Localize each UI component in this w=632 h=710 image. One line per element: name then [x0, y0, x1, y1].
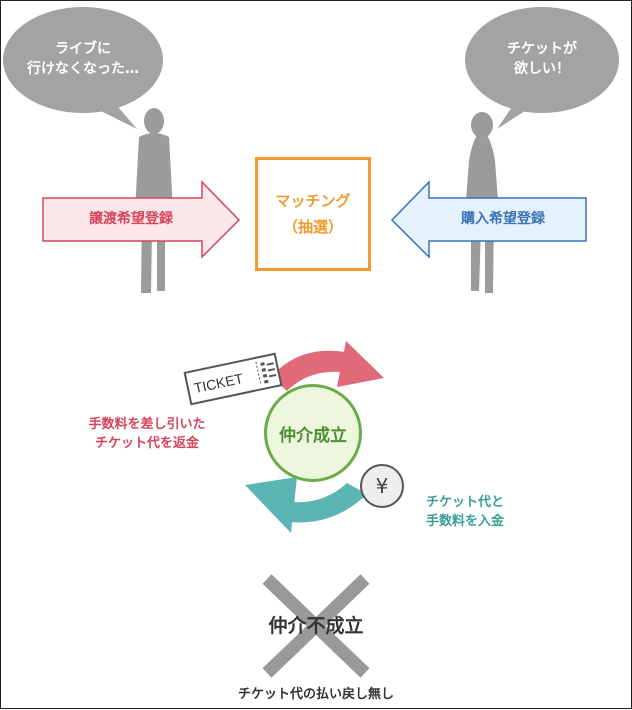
buyer-speech-bubble [465, 7, 619, 129]
payment-text: チケット代と 手数料を入金 [405, 493, 525, 531]
buyer-bubble-line-2: 欲しい！ [514, 61, 570, 77]
seller-speech-bubble [3, 7, 163, 129]
refund-text: 手数料を差し引いた チケット代を返金 [67, 415, 227, 453]
success-label: 仲介成立 [279, 425, 347, 446]
success-circle: 仲介成立 [264, 384, 362, 482]
seller-registration-arrow [42, 180, 241, 259]
buyer-bubble-text: チケットが 欲しい！ [482, 39, 602, 79]
seller-bubble-text: ライブに 行けなくなった… [23, 39, 143, 79]
buyer-registration-arrow [390, 180, 587, 259]
matching-box: マッチング （抽選） [255, 157, 371, 271]
refund-flow-arrow [271, 341, 384, 391]
yen-coin-icon: ¥ [360, 464, 404, 508]
buyer-arrow-label: 購入希望登録 [461, 211, 545, 227]
payment-flow-arrow [245, 477, 367, 533]
payment-line-1: チケット代と [425, 495, 504, 510]
seller-arrow-label: 譲渡希望登録 [89, 211, 173, 227]
matching-title: マッチング [275, 192, 351, 210]
refund-line-2: チケット代を返金 [94, 436, 199, 451]
failure-cross-icon [262, 574, 370, 678]
yen-symbol: ¥ [376, 474, 389, 498]
ticket-icon: TICKET [183, 352, 283, 406]
payment-line-2: 手数料を入金 [425, 514, 504, 529]
failure-label: 仲介不成立 [268, 615, 364, 637]
seller-bubble-line-1: ライブに [55, 41, 111, 57]
buyer-bubble-line-1: チケットが [507, 41, 577, 57]
refund-line-1: 手数料を差し引いた [88, 417, 206, 432]
seller-bubble-line-2: 行けなくなった… [27, 61, 139, 77]
failure-note: チケット代の払い戻し無し [237, 687, 394, 702]
matching-subtitle: （抽選） [282, 218, 343, 236]
